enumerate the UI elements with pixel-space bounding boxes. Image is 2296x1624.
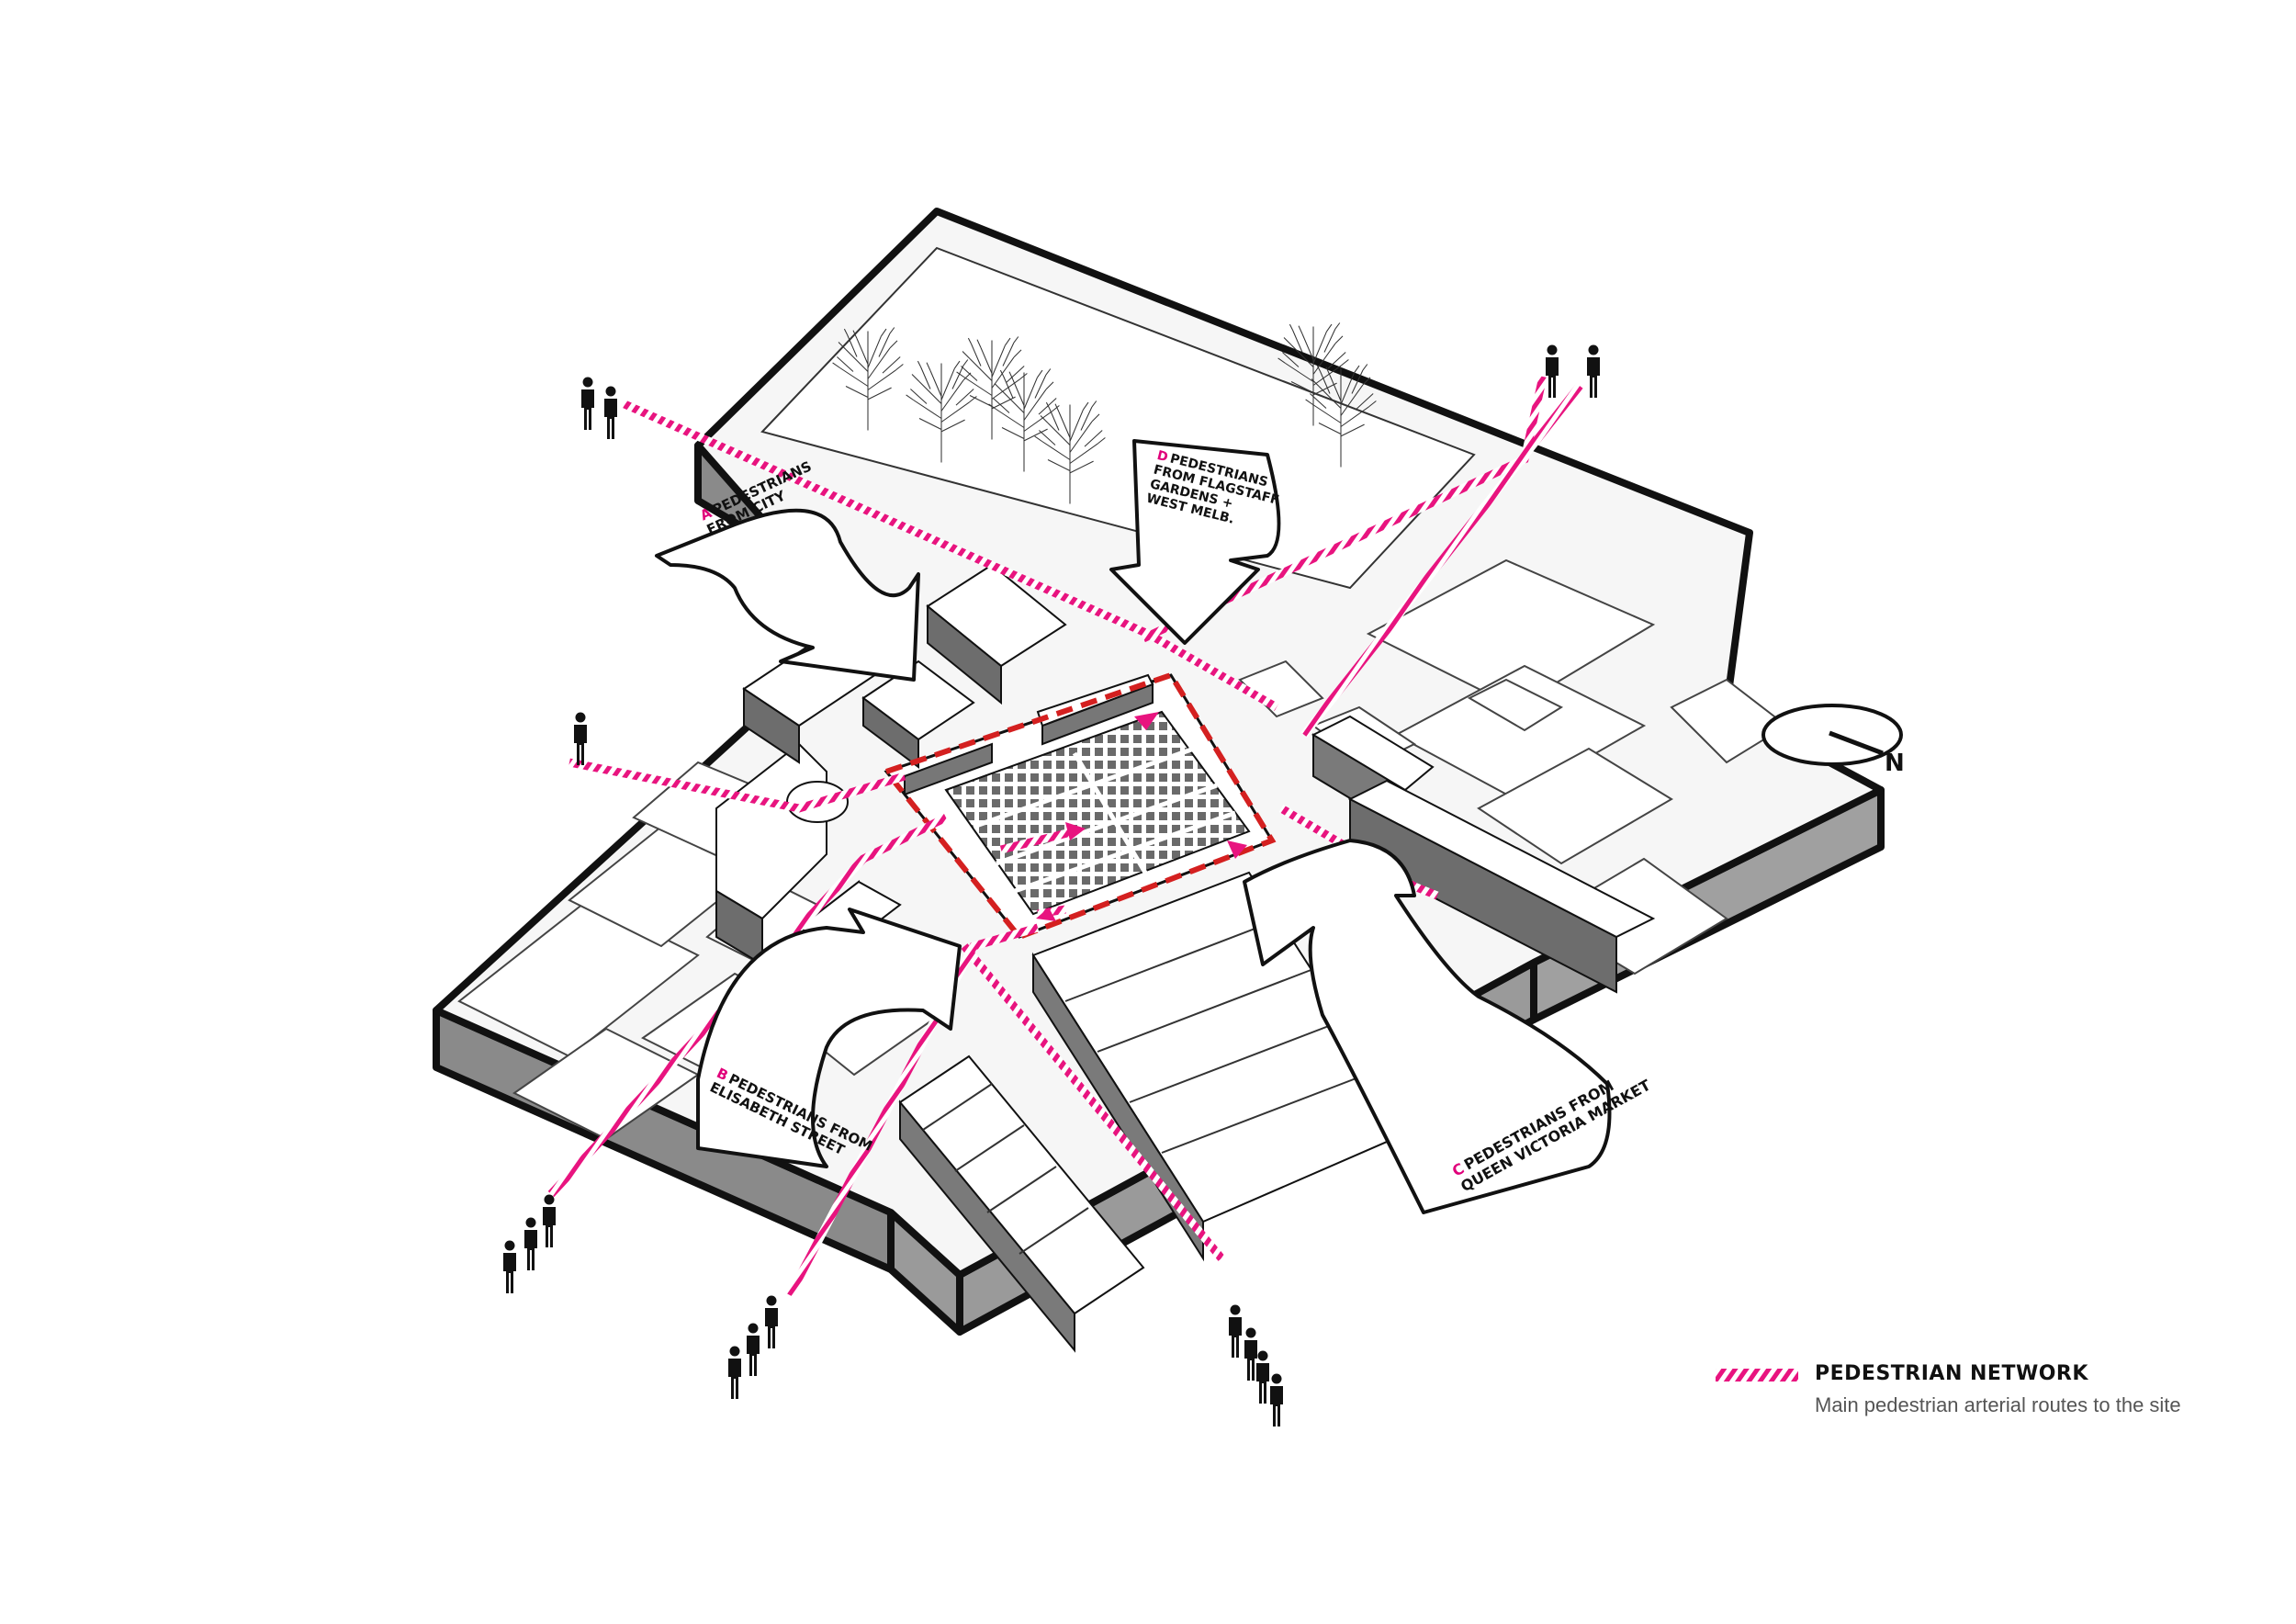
route-from-west bbox=[568, 758, 906, 813]
route-east bbox=[1278, 805, 1439, 900]
big-arrows bbox=[655, 439, 1612, 1214]
route-south-east bbox=[961, 943, 1225, 1261]
arrow-b bbox=[696, 908, 962, 1168]
compass-icon bbox=[1761, 704, 1903, 766]
pedestrian-figure-icon bbox=[728, 1346, 741, 1399]
route-inner-1 bbox=[999, 827, 1076, 854]
pedestrian-figure-icon bbox=[1229, 1304, 1242, 1358]
legend-description: Main pedestrian arterial routes to the s… bbox=[1815, 1393, 2181, 1416]
route-north-east bbox=[1300, 383, 1583, 738]
pedestrian-routes bbox=[547, 376, 1583, 1298]
legend-title: PEDESTRIAN NETWORK bbox=[1815, 1362, 2088, 1385]
pedestrian-figure-icon bbox=[604, 386, 617, 439]
arrow-a bbox=[655, 508, 920, 682]
pedestrian-figure-icon bbox=[574, 712, 587, 765]
pedestrian-figure-icon bbox=[1244, 1327, 1257, 1381]
route-arrowheads bbox=[1036, 712, 1247, 921]
east-shops bbox=[1311, 715, 1656, 994]
pedestrian-figure-icon bbox=[581, 377, 594, 430]
route-south bbox=[786, 923, 1040, 1298]
pedestrian-figure-icon bbox=[765, 1295, 778, 1348]
pedestrian-figure-icon bbox=[543, 1194, 556, 1247]
route-south-west bbox=[547, 813, 949, 1198]
pedestrian-figure-icon bbox=[1256, 1350, 1269, 1404]
pedestrian-figure-icon bbox=[747, 1323, 760, 1376]
legend-swatch bbox=[1716, 1369, 1798, 1382]
compass-north-label: N bbox=[1885, 750, 1905, 777]
pedestrian-figure-icon bbox=[1270, 1373, 1283, 1427]
pedestrian-figure-icon bbox=[503, 1240, 516, 1293]
pedestrian-figure-icon bbox=[524, 1217, 537, 1270]
pedestrian-figure-icon bbox=[1546, 344, 1559, 398]
arrow-c bbox=[1243, 839, 1612, 1214]
site-boundary bbox=[881, 671, 1277, 941]
pedestrian-figure-icon bbox=[1587, 344, 1600, 398]
arrow-d bbox=[1109, 439, 1281, 645]
